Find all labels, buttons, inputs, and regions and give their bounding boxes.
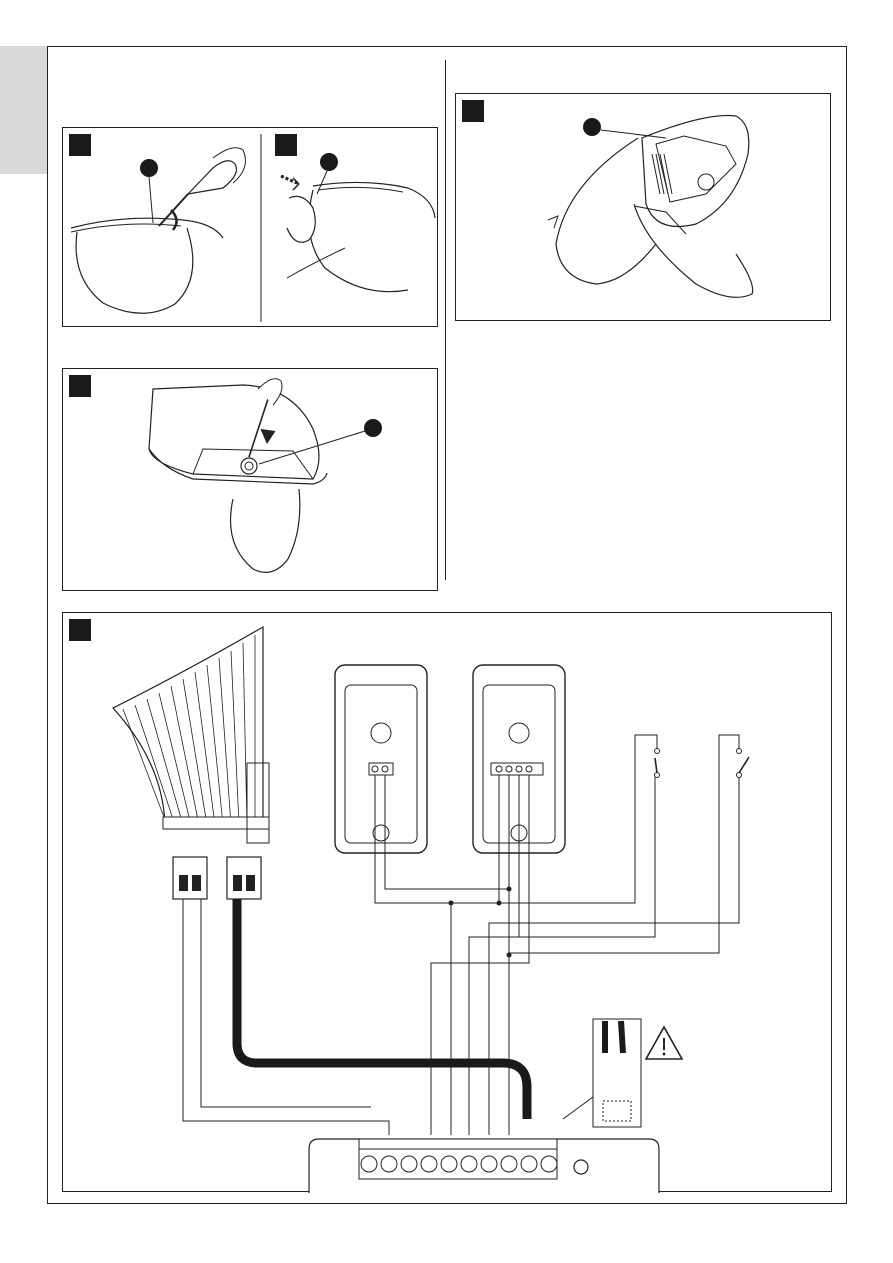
figure-wire-connection — [455, 93, 831, 321]
photocell-transmitter — [335, 665, 427, 853]
wiring-diagram-drawing — [63, 613, 833, 1193]
wire-connection-drawing — [456, 94, 832, 322]
figure-wiring-diagram — [62, 612, 832, 1192]
cable-detail-inset — [563, 1019, 641, 1127]
column-divider — [445, 60, 446, 580]
siren-horn-icon — [113, 627, 269, 843]
switch-contact-icon — [655, 749, 750, 778]
siren-terminal-block — [173, 857, 261, 899]
warning-triangle-icon — [646, 1027, 682, 1059]
figure-badge — [69, 375, 91, 397]
figure-open-cover — [62, 127, 438, 327]
figure-badge — [275, 134, 297, 156]
figure-remove-screw — [62, 368, 438, 591]
side-tab — [0, 46, 47, 174]
signal-wires — [183, 735, 739, 1135]
open-cover-drawing — [63, 128, 439, 328]
remove-screw-drawing — [63, 369, 439, 592]
screw-terminal-icon — [309, 1139, 659, 1193]
figure-badge — [69, 619, 91, 641]
figure-badge — [462, 100, 484, 122]
figure-badge — [69, 134, 91, 156]
